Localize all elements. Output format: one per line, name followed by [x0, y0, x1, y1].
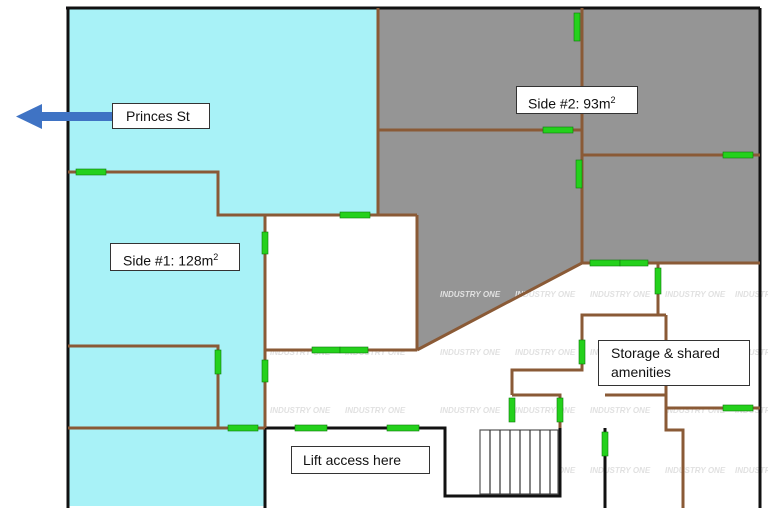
- door: [589, 259, 621, 267]
- door: [339, 211, 371, 219]
- storage-label: Storage & shared amenities: [598, 340, 750, 386]
- watermark-text: INDUSTRY ONE: [440, 406, 501, 415]
- storage-label-line-1: Storage & shared: [611, 345, 720, 361]
- street-label: Princes St: [112, 103, 210, 129]
- side-two-area-label: Side #2: 93m2: [516, 86, 638, 114]
- watermark-text: INDUSTRY ONE: [665, 406, 726, 415]
- watermark-text: INDUSTRY ONE: [590, 290, 651, 299]
- watermark-text: INDUSTRY ONE: [515, 290, 576, 299]
- door: [619, 259, 649, 267]
- street-label-text: Princes St: [126, 108, 190, 124]
- watermark-text: INDUSTRY ONE: [735, 290, 768, 299]
- watermark-text: INDUSTRY ONE: [515, 406, 576, 415]
- side-one-area-text: Side #1: 128m: [123, 252, 214, 269]
- lift-access-text: Lift access here: [303, 452, 402, 468]
- watermark-text: INDUSTRY ONE: [665, 466, 726, 475]
- door: [386, 424, 420, 432]
- door: [339, 346, 369, 354]
- door: [573, 12, 581, 42]
- door: [722, 404, 754, 412]
- watermark-text: INDUSTRY ONE: [590, 406, 651, 415]
- side-two-area-text: Side #2: 93m: [528, 95, 611, 112]
- watermark-text: INDUSTRY ONE: [345, 348, 406, 357]
- watermark-text: INDUSTRY ONE: [590, 466, 651, 475]
- watermark-text: INDUSTRY ONE: [345, 406, 406, 415]
- side-two-area: [378, 8, 760, 350]
- door: [261, 359, 269, 383]
- watermark-text: INDUSTRY ONE: [515, 348, 576, 357]
- door: [601, 431, 609, 457]
- stairs-icon: [479, 429, 559, 495]
- side-one-unit-superscript: 2: [213, 252, 219, 262]
- side-one-area-label: Side #1: 128m2: [110, 243, 240, 271]
- door: [214, 349, 222, 375]
- door: [556, 397, 564, 423]
- door: [542, 126, 574, 134]
- doors: [75, 12, 754, 457]
- watermark-text: INDUSTRY ONE: [440, 290, 501, 299]
- watermark-layer: INDUSTRY ONE INDUSTRY ONE INDUSTRY ONE INDU…: [270, 290, 768, 475]
- door: [294, 424, 328, 432]
- watermark-text: INDUSTRY ONE: [665, 290, 726, 299]
- storage-label-line-2: amenities: [611, 364, 671, 380]
- watermark-text: INDUSTRY ONE: [270, 348, 331, 357]
- watermark-text: INDUSTRY ONE: [270, 406, 331, 415]
- door: [261, 231, 269, 255]
- watermark-text: INDUSTRY ONE: [440, 348, 501, 357]
- watermark-text: INDUSTRY ONE: [735, 348, 768, 357]
- door: [575, 159, 583, 189]
- side-two-unit-superscript: 2: [610, 95, 616, 105]
- watermark-text: INDUSTRY ONE: [735, 466, 768, 475]
- exterior-walls: [66, 6, 762, 508]
- door: [722, 151, 754, 159]
- door: [508, 397, 516, 423]
- door: [654, 267, 662, 295]
- door: [75, 168, 107, 176]
- door: [311, 346, 341, 354]
- lift-access-label: Lift access here: [291, 446, 430, 474]
- door: [227, 424, 259, 432]
- door: [578, 339, 586, 365]
- arrow-left-icon: [16, 104, 112, 129]
